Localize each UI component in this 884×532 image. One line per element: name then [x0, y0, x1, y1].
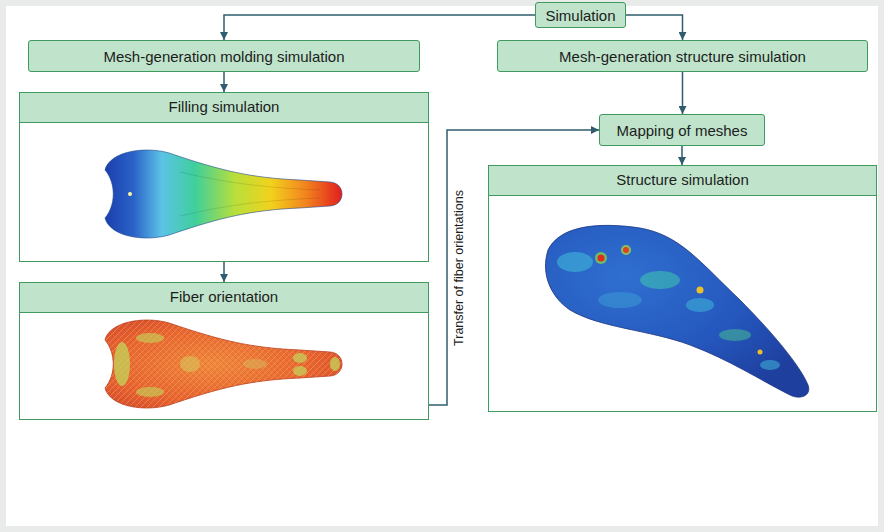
- process-box: Mapping of meshes: [599, 114, 765, 146]
- result-panel: Filling simulation: [19, 92, 429, 262]
- fiber-saddle: [105, 320, 342, 408]
- box-label: Simulation: [545, 7, 615, 24]
- process-box: Simulation: [535, 2, 626, 28]
- flow-arrow: [224, 15, 535, 40]
- connector-label: Transfer of fiber orientations: [452, 190, 466, 346]
- box-label: Mapping of meshes: [617, 122, 748, 139]
- box-label: Mesh-generation molding simulation: [104, 48, 345, 65]
- box-label: Mesh-generation structure simulation: [559, 48, 806, 65]
- process-box: Mesh-generation structure simulation: [497, 40, 868, 72]
- panel-heading: Structure simulation: [489, 166, 876, 196]
- flow-arrow: [681, 146, 683, 165]
- flow-arrow: [682, 72, 684, 114]
- result-panel: Fiber orientation: [19, 282, 429, 420]
- page-ground: [6, 6, 878, 526]
- panel-heading: Filling simulation: [20, 93, 428, 123]
- result-panel: Structure simulation: [488, 165, 877, 412]
- flow-arrow: [223, 262, 225, 282]
- panel-heading: Fiber orientation: [20, 283, 428, 313]
- process-box: Mesh-generation molding simulation: [28, 40, 420, 72]
- structure-saddle: [545, 225, 808, 397]
- flow-arrow: [223, 72, 225, 92]
- flow-arrow: [626, 15, 683, 40]
- filling-saddle: [105, 150, 342, 238]
